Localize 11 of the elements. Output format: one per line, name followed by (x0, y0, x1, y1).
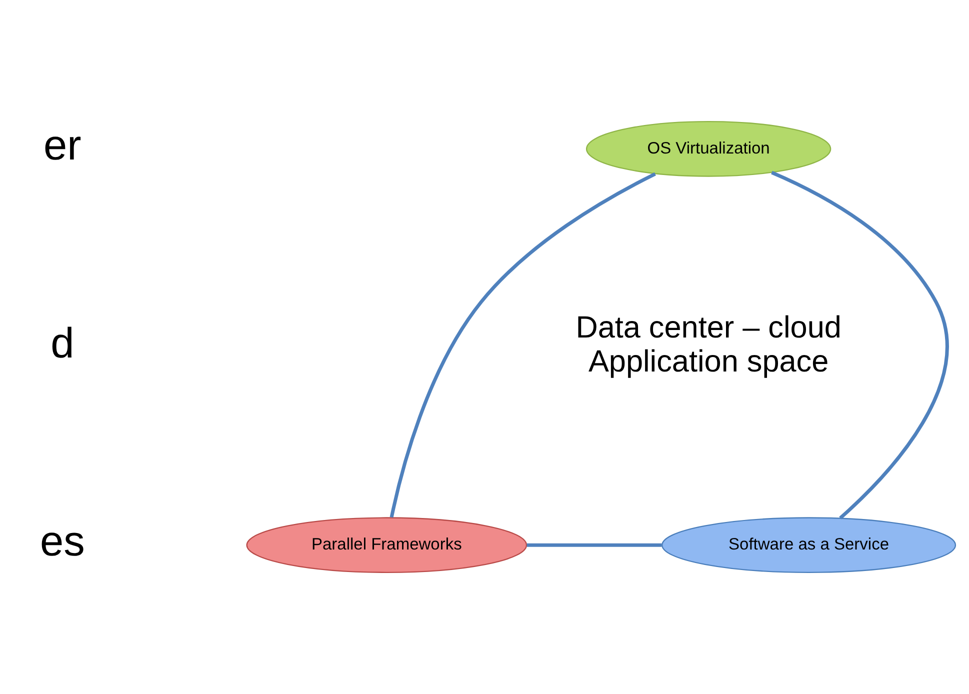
connector (390, 172, 656, 518)
label: Application space (588, 344, 829, 379)
connector (771, 170, 949, 520)
label: er (44, 121, 82, 168)
connector (526, 543, 662, 547)
label: d (50, 319, 74, 366)
label: es (40, 517, 85, 564)
node-ellipse: Parallel Frameworks (246, 517, 528, 573)
node-ellipse: OS Virtualization (586, 121, 832, 177)
label: Data center – cloud (576, 310, 842, 344)
node-ellipse: Software as a Service (662, 517, 956, 573)
